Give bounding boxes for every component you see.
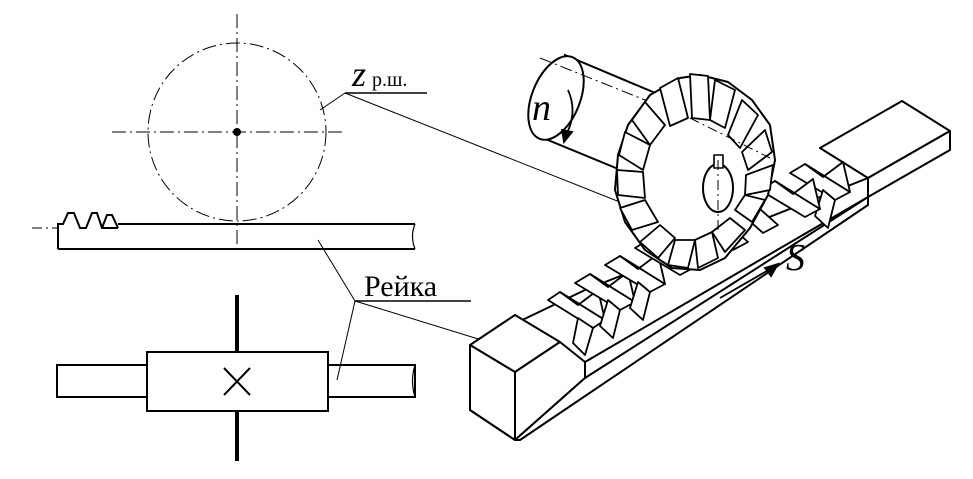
rack-front-view (57, 212, 416, 250)
rotation-label: n (532, 87, 551, 129)
shaft-end (527, 55, 585, 141)
feed-label: S (786, 237, 805, 279)
cross-mark-b (223, 367, 251, 396)
rack-label: Рейка (364, 270, 437, 303)
gear-teeth (616, 73, 774, 269)
rotation-indicator (560, 89, 574, 145)
pinion-symbol: z (351, 54, 366, 94)
feed-direction-indicator (719, 262, 780, 299)
top-view (56, 295, 416, 461)
pinion-gear-3d (614, 73, 776, 271)
leader-lines (317, 92, 641, 381)
rack-3d (469, 100, 951, 441)
label-pinion-teeth: z р.ш. (351, 54, 407, 94)
front-view (32, 14, 416, 250)
pinion-subscript: р.ш. (372, 69, 407, 91)
center-point (233, 128, 241, 136)
